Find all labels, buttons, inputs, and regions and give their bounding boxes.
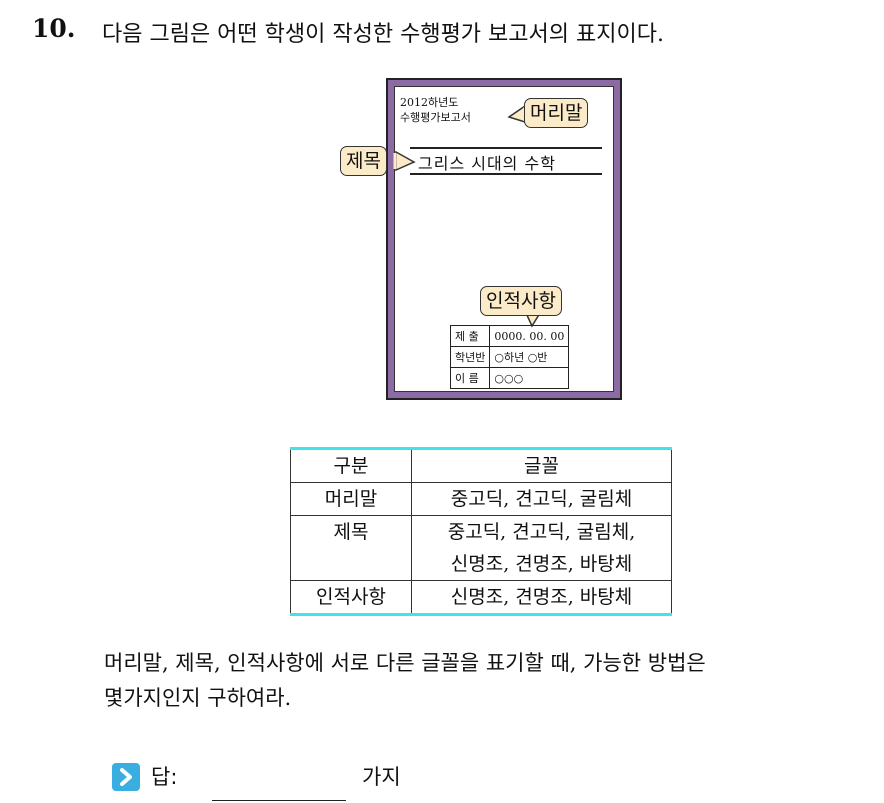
instruction-line2: 몇가지인지 구하여라. xyxy=(104,686,292,710)
header-callout-pointer xyxy=(507,104,526,124)
row-fonts: 중고딕, 견고딕, 굴림체, xyxy=(411,515,672,548)
row-category: 제목 xyxy=(290,515,412,581)
table-header-row: 구분 글꼴 xyxy=(290,447,672,483)
question-number: 10. xyxy=(32,14,76,43)
question-prompt: 다음 그림은 어떤 학생이 작성한 수행평가 보고서의 표지이다. xyxy=(102,22,664,47)
info-row: 이 름 ○○○ xyxy=(449,367,570,389)
title-rule-bottom xyxy=(410,173,602,175)
cover-title-text: 그리스 시대의 수학 xyxy=(418,154,556,173)
row-fonts: 신명조, 견명조, 바탕체 xyxy=(411,548,672,581)
table-row: 머리말 중고딕, 견고딕, 굴림체 xyxy=(290,482,672,516)
answer-unit: 가지 xyxy=(362,765,401,789)
answer-label: 답: xyxy=(151,765,178,789)
row-fonts: 신명조, 견명조, 바탕체 xyxy=(411,580,672,616)
table-row: 제목 중고딕, 견고딕, 굴림체, xyxy=(290,515,672,581)
row-category: 머리말 xyxy=(290,482,412,516)
info-label: 이 름 xyxy=(449,367,491,389)
row-category: 인적사항 xyxy=(290,580,412,616)
font-options-table: 구분 글꼴 머리말 중고딕, 견고딕, 굴림체 제목 중고딕, 견고딕, 굴림체… xyxy=(290,447,672,616)
info-value: ○하년 ○반 xyxy=(489,346,570,368)
info-row: 학년반 ○하년 ○반 xyxy=(449,346,570,368)
cover-info-table: 제 출 0000. 00. 00 학년반 ○하년 ○반 이 름 ○○○ xyxy=(449,325,570,389)
info-value: 0000. 00. 00 xyxy=(489,325,570,347)
cover-header-line1: 2012하년도 xyxy=(400,96,459,109)
header-callout: 머리말 xyxy=(524,98,589,128)
report-cover-figure xyxy=(386,78,622,400)
info-label: 제 출 xyxy=(449,325,491,347)
info-callout: 인적사항 xyxy=(480,286,562,316)
header-fonts: 글꼴 xyxy=(411,447,672,483)
title-rule-top xyxy=(410,147,602,149)
info-label: 학년반 xyxy=(449,346,491,368)
answer-input-line[interactable] xyxy=(212,800,346,801)
cover-header-line2: 수행평가보고서 xyxy=(400,111,471,124)
info-row: 제 출 0000. 00. 00 xyxy=(449,325,570,347)
instruction-line1: 머리말, 제목, 인적사항에 서로 다른 글꼴을 표기할 때, 가능한 방법은 xyxy=(104,651,706,675)
title-callout: 제목 xyxy=(340,146,387,176)
info-value: ○○○ xyxy=(489,367,570,389)
row-fonts: 중고딕, 견고딕, 굴림체 xyxy=(411,482,672,516)
table-row: 인적사항 신명조, 견명조, 바탕체 xyxy=(290,580,672,616)
header-category: 구분 xyxy=(290,447,412,483)
title-callout-pointer xyxy=(395,150,416,172)
table-row-continued: 신명조, 견명조, 바탕체 xyxy=(291,548,672,581)
chevron-right-icon xyxy=(112,763,140,791)
